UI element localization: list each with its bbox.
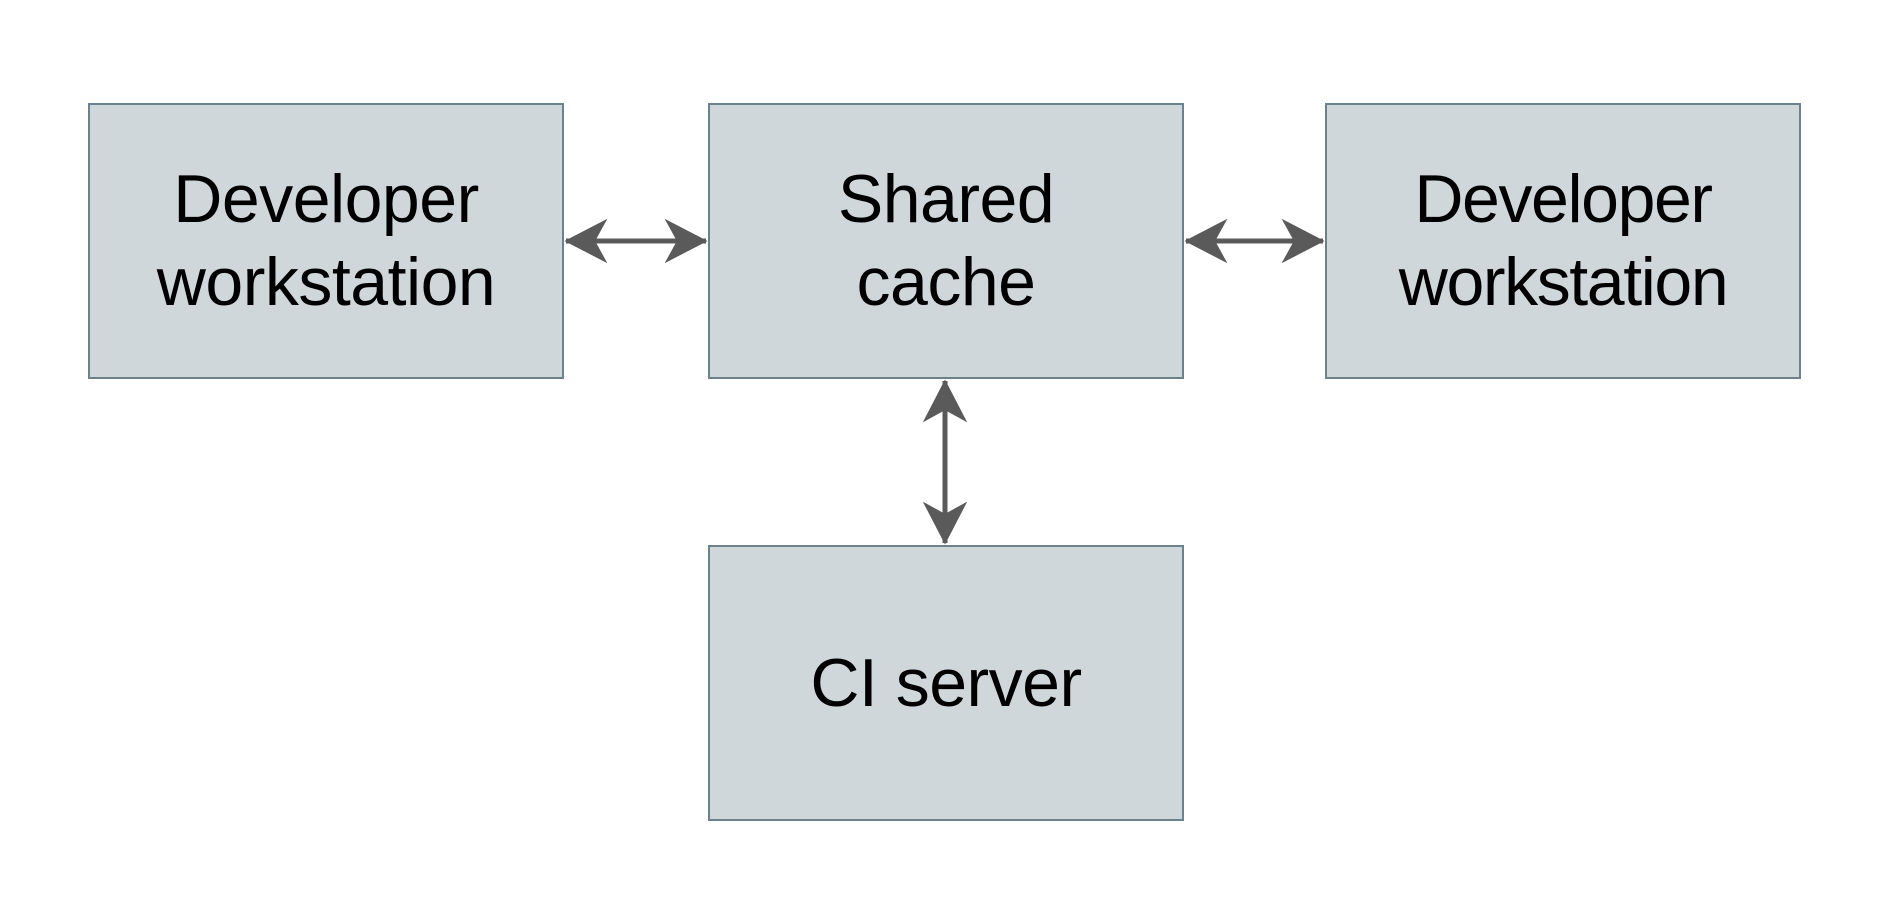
- node-label: Developer workstation: [156, 161, 496, 320]
- node-developer-workstation-left[interactable]: Developer workstation: [88, 103, 564, 379]
- node-developer-workstation-right[interactable]: Developer workstation: [1325, 103, 1801, 379]
- node-label: Developer workstation: [1398, 161, 1729, 320]
- node-label: CI server: [810, 644, 1082, 721]
- node-shared-cache[interactable]: Shared cache: [708, 103, 1184, 379]
- node-ci-server[interactable]: CI server: [708, 545, 1184, 821]
- node-label: Shared cache: [837, 161, 1055, 320]
